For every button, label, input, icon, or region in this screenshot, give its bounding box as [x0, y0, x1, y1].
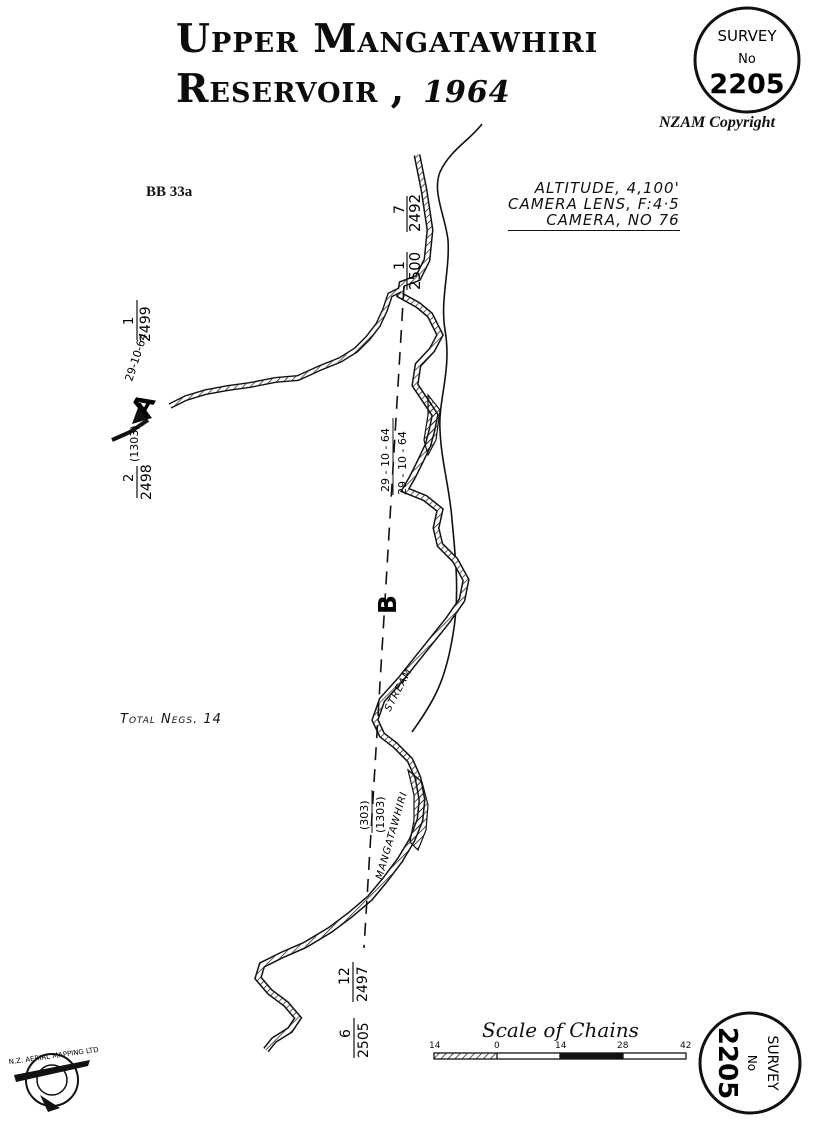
run-b-end-neg: 2505	[356, 1022, 372, 1058]
river-wide-section	[406, 768, 429, 852]
company-logo: N.Z. AERIAL MAPPING LTD	[8, 1046, 99, 1112]
map-title-reservoir: Reservoir	[176, 66, 379, 112]
run-b-mid-neg: 2497	[355, 966, 371, 1002]
run-a-start-frame: 1	[122, 317, 137, 325]
western-tributary	[168, 287, 402, 409]
run-a-labels: A 29-10-64 1 2499 (1303) 2 2498	[122, 300, 162, 500]
run-b-top-frame: 1	[392, 261, 408, 270]
run-b-top-neg2: 2492	[406, 194, 424, 232]
survey-badge-top-number: 2205	[709, 69, 784, 100]
scale-tick-label: 14	[555, 1041, 567, 1051]
map-title-line2: Reservoir, 1964	[176, 66, 511, 112]
survey-badge-bottom: SURVEY No 2205	[698, 1011, 802, 1115]
survey-badge-bottom-number: 2205	[712, 1027, 742, 1099]
run-b-end-frame: 6	[338, 1029, 354, 1038]
run-b-film2: (1303)	[374, 796, 387, 833]
scale-tick-label: 42	[680, 1041, 692, 1051]
scale-tick-label: 14	[429, 1041, 441, 1051]
run-b-top-neg: 2500	[406, 252, 424, 290]
map-title-comma: ,	[390, 66, 406, 112]
run-b-flight-line	[363, 285, 405, 949]
survey-badge-top: SURVEY No 2205	[693, 6, 801, 114]
run-a-label: A	[126, 389, 162, 421]
camera-info: Altitude, 4,100' Camera Lens, F:4·5 Came…	[508, 180, 680, 231]
survey-badge-bottom-no: No	[745, 1055, 759, 1071]
run-a-start-neg: 2499	[138, 306, 154, 342]
run-b-date2: 29 - 10 - 64	[396, 431, 409, 495]
run-a-marker	[132, 402, 152, 424]
scale-title: Scale of Chains	[482, 1018, 639, 1042]
survey-badge-bottom-label: SURVEY	[764, 1035, 780, 1091]
survey-badge-top-no: No	[738, 52, 756, 67]
camera-lens-text: Camera Lens, F:4·5	[508, 195, 680, 213]
valley-bank-outline	[411, 123, 483, 733]
camera-number-text: Camera, No 76	[508, 212, 680, 231]
map-year: 1964	[423, 75, 511, 110]
run-a-end-neg: 2498	[139, 464, 155, 500]
run-a-film: (1303)	[128, 425, 141, 462]
run-b-label: B	[373, 595, 402, 614]
scale-tick-label: 0	[494, 1041, 500, 1051]
sheet-reference: BB 33a	[146, 184, 193, 200]
run-b-film1: (303)	[358, 800, 371, 830]
copyright-notice: NZAM Copyright	[659, 114, 776, 131]
total-negatives: Total Negs. 14	[120, 712, 222, 727]
run-a-end-frame: 2	[122, 474, 137, 482]
map-title-line1: Upper Mangatawhiri	[176, 16, 599, 62]
run-b-mid-frame: 12	[337, 967, 353, 985]
altitude-text: Altitude, 4,100'	[534, 179, 680, 197]
run-b-top-frame2: 7	[392, 205, 408, 214]
scale-tick-label: 28	[617, 1041, 629, 1051]
scale-bar	[433, 1052, 687, 1060]
survey-badge-top-label: SURVEY	[717, 27, 777, 45]
run-b-date1: 29 - 10 - 64	[379, 428, 392, 492]
run-b-labels: B 1 2500 7 2492 29 - 10 - 64 29 - 10 - 6…	[337, 194, 424, 1058]
mangatawhiri-river	[254, 154, 470, 1053]
